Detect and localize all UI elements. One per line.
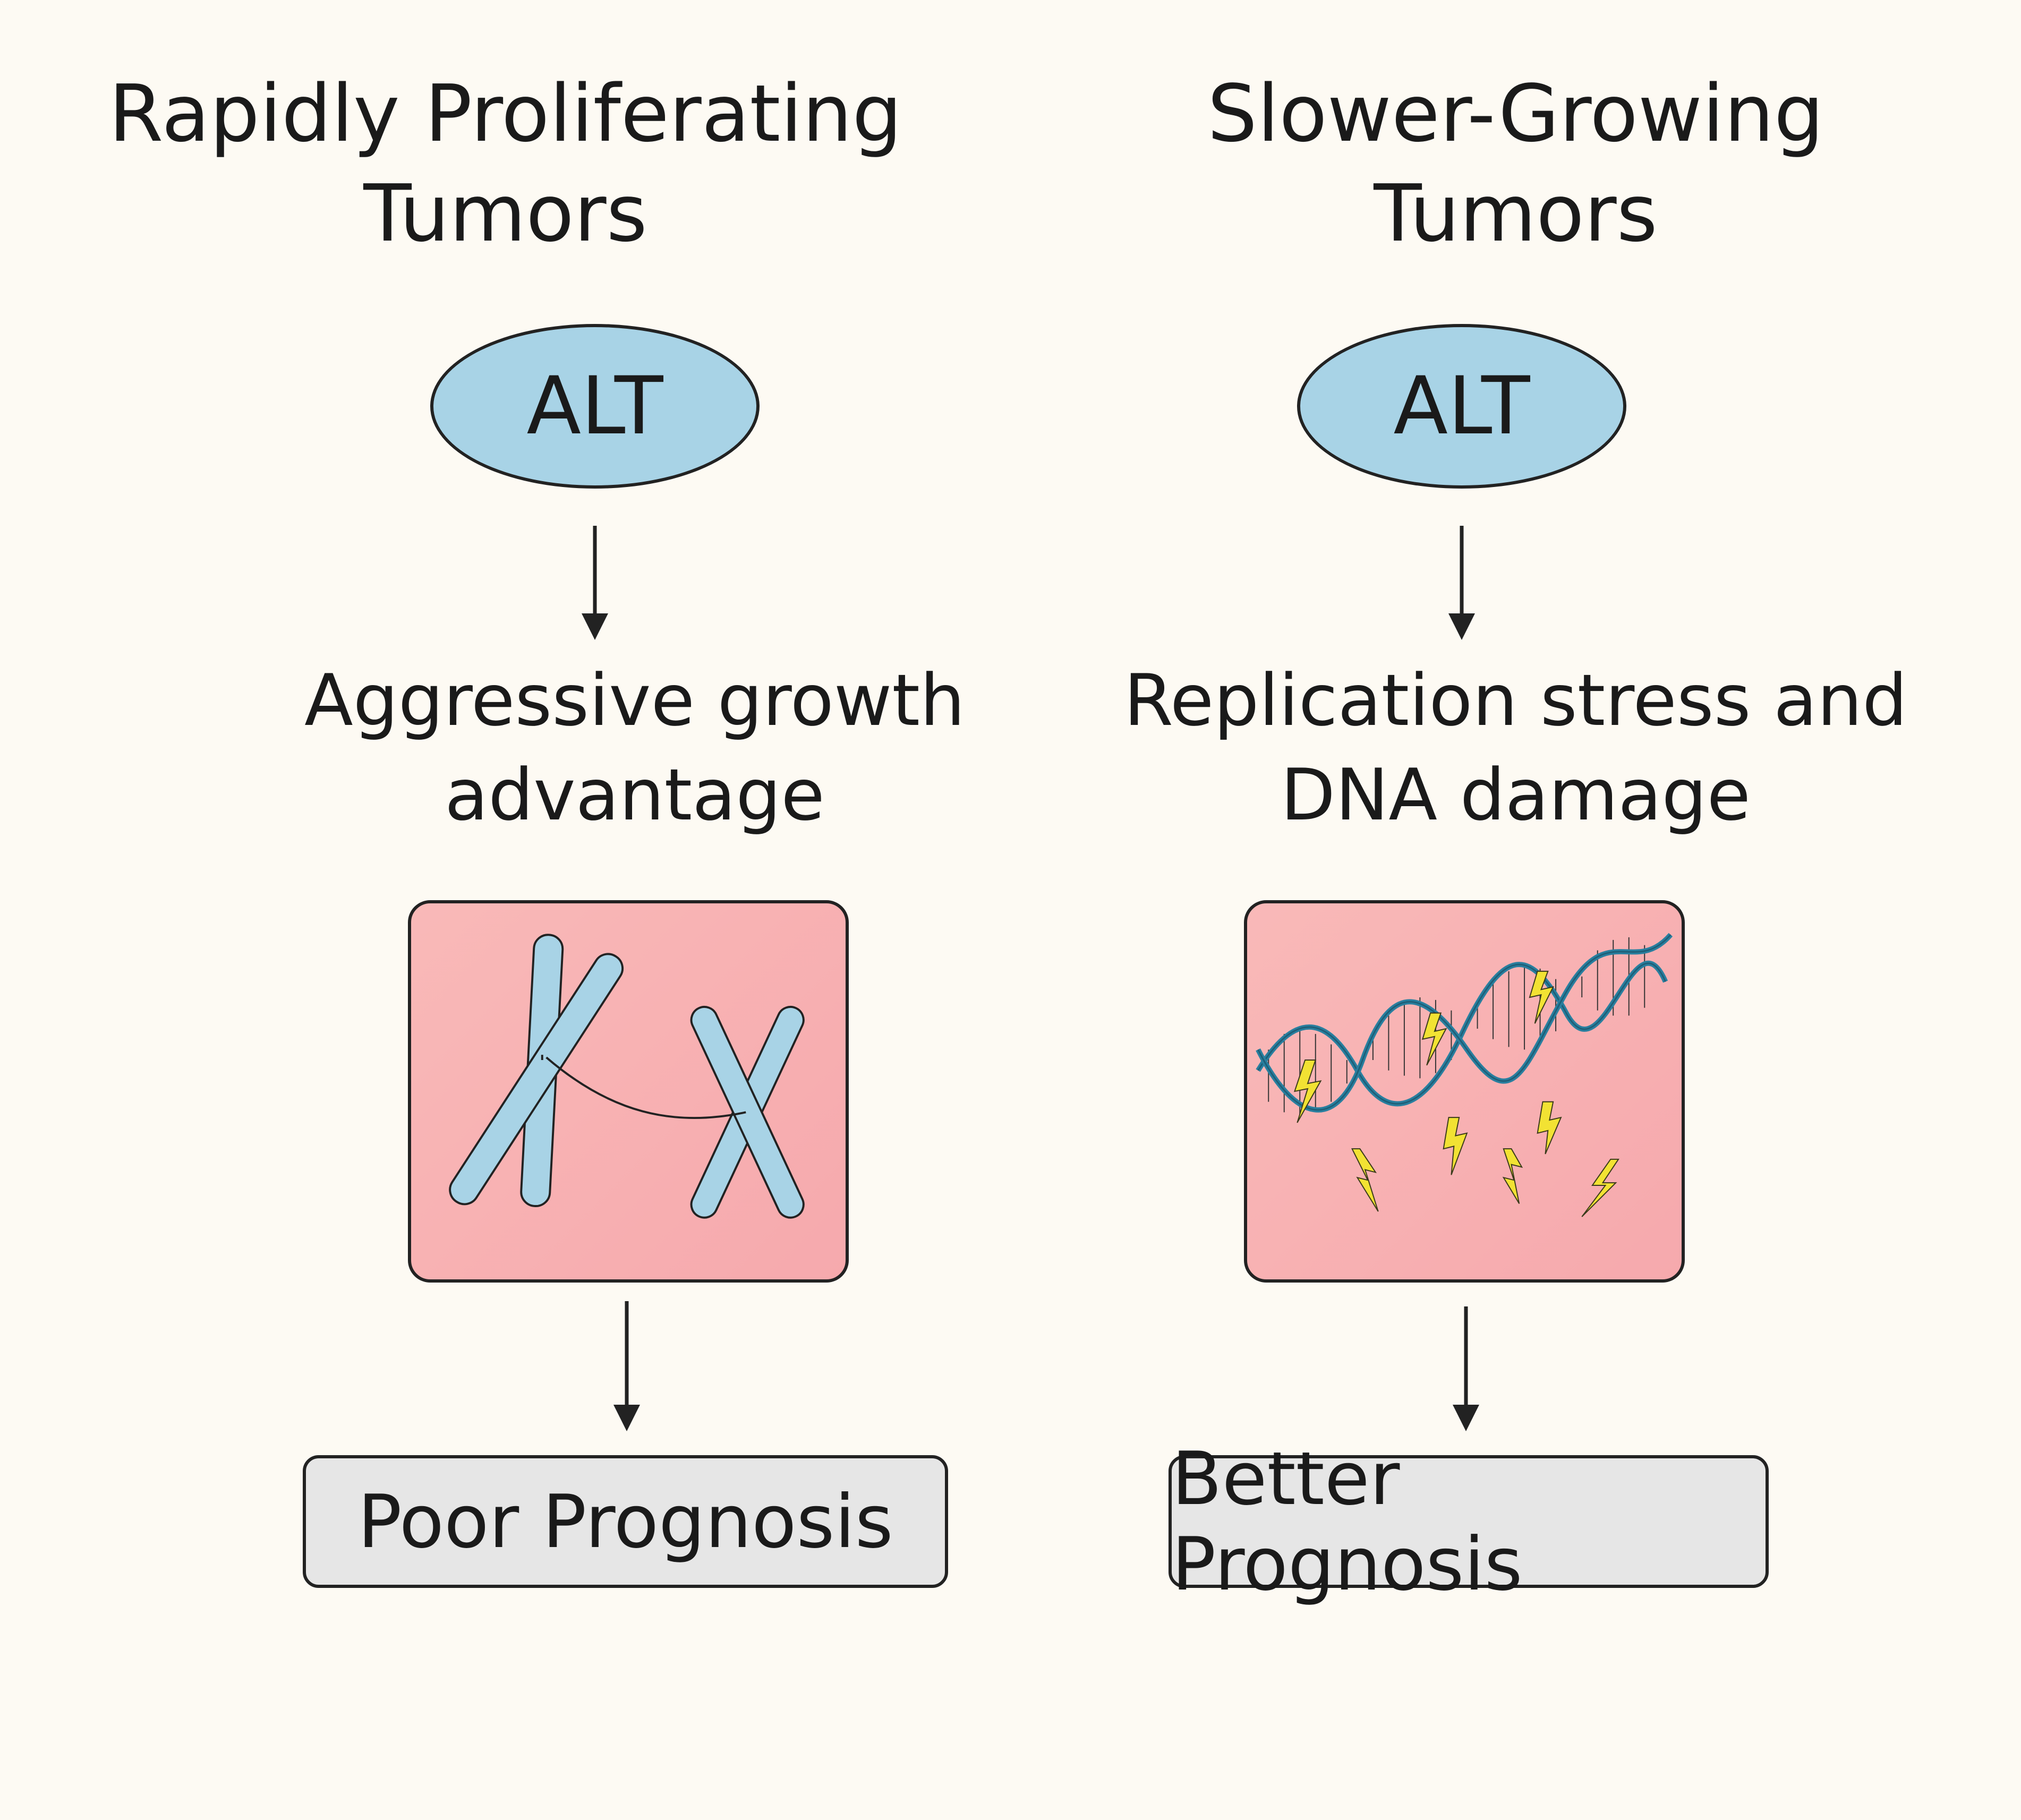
left-title: Rapidly Proliferating Tumors [0,64,1011,263]
damaged-dna-icon [1256,933,1673,1217]
right-alt-label: ALT [1393,360,1530,452]
right-title: Slower-Growing Tumors [1010,64,2021,263]
right-effect-line2: DNA damage [1280,754,1751,836]
left-outcome-box: Poor Prognosis [303,1455,948,1588]
right-effect-text: Replication stress and DNA damage [1010,653,2021,842]
right-arrow-1 [1446,526,1478,643]
left-arrow-2 [611,1301,643,1434]
right-alt-node: ALT [1297,324,1626,489]
left-pathway: Rapidly Proliferating Tumors ALT Aggress… [0,64,1011,1588]
right-pathway: Slower-Growing Tumors ALT Replication st… [1010,0,2021,1820]
right-title-line1: Slower-Growing [1207,68,1824,159]
left-title-line2: Tumors [363,168,647,259]
left-alt-node: ALT [430,324,760,489]
left-outcome-label: Poor Prognosis [357,1479,893,1565]
right-outcome-label: Better Prognosis [1172,1436,1523,1607]
right-arrow-2 [1450,1306,1482,1434]
right-outcome-box: Better Prognosis [1169,1436,1769,1607]
chromosome-bridge-icon [449,934,805,1219]
left-title-line1: Rapidly Proliferating [108,68,902,159]
left-effect-line2: advantage [445,754,825,836]
left-arrow-1 [579,526,611,643]
left-alt-label: ALT [526,360,663,452]
left-illustration-panel [408,900,849,1283]
left-effect-line1: Aggressive growth [304,659,965,742]
right-title-line2: Tumors [1374,168,1658,259]
left-effect-text: Aggressive growth advantage [146,653,1123,842]
right-effect-line1: Replication stress and [1123,659,1908,742]
right-illustration-panel [1244,900,1685,1283]
